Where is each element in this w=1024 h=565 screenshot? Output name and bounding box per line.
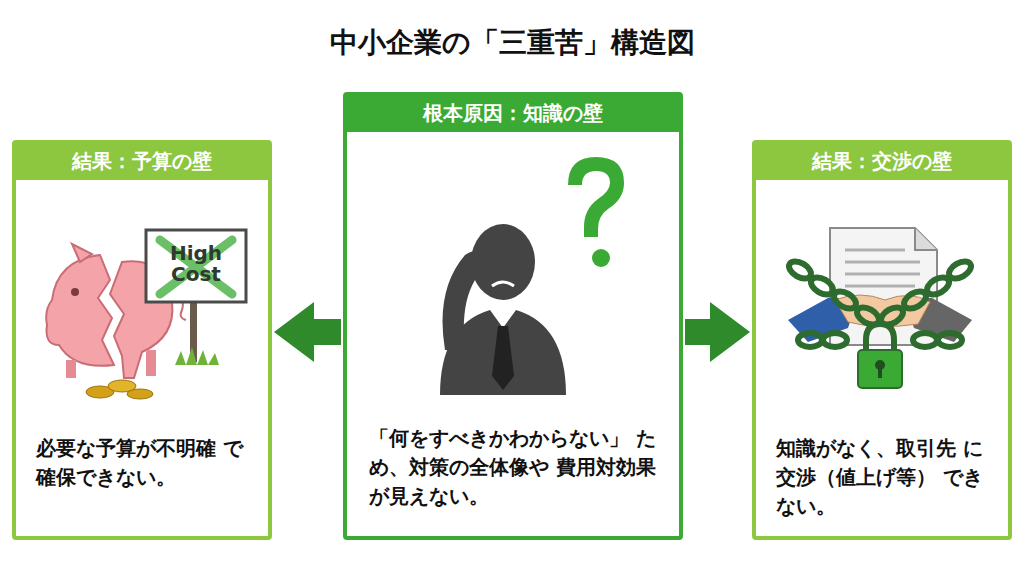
block-arrow — [685, 302, 750, 362]
chained-contract — [786, 228, 974, 388]
panel-body: 必要な予算が不明確 で確保できない。 — [36, 434, 248, 492]
panel-heading: 結果：交渉の壁 — [756, 144, 1008, 180]
person-icon — [440, 157, 624, 395]
diagram-title: 中小企業の「三重苦」構造図 — [0, 24, 1024, 62]
result-panel: 結果：予算の壁必要な予算が不明確 で確保できない。 — [12, 140, 272, 540]
result-panel: 結果：交渉の壁知識がなく、取引先 に交渉（値上げ等） できない。 — [752, 140, 1012, 540]
panel-heading: 結果：予算の壁 — [16, 144, 268, 180]
panel-body: 知識がなく、取引先 に交渉（値上げ等） できない。 — [776, 434, 988, 521]
cause-panel: 根本原因：知識の壁「何をすべきかわからない」 ため、対策の全体像や 費用対効果が… — [343, 92, 683, 540]
panel-body: 「何をすべきかわからない」 ため、対策の全体像や 費用対効果が見えない。 — [369, 424, 657, 511]
cost-sign — [146, 230, 246, 365]
block-arrow — [274, 302, 341, 362]
panel-heading: 根本原因：知識の壁 — [347, 96, 679, 132]
sign-text: High Cost — [150, 243, 242, 285]
